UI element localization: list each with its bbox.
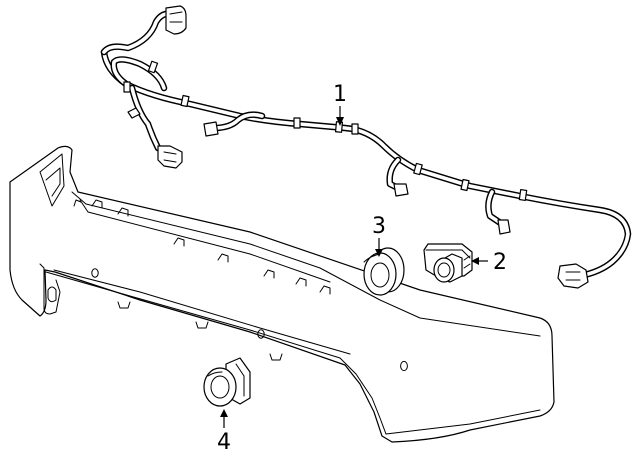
callout-4: 4 <box>217 409 231 455</box>
callout-label-4: 4 <box>217 430 231 455</box>
callout-label-2: 2 <box>493 250 507 275</box>
callout-label-1: 1 <box>333 82 347 107</box>
callout-2: 2 <box>471 250 507 275</box>
callout-3: 3 <box>372 214 386 257</box>
callout-label-3: 3 <box>372 214 386 239</box>
sensor-bracket <box>203 357 251 407</box>
bumper-cover <box>9 145 555 443</box>
wiring-harness <box>100 5 632 289</box>
callout-1: 1 <box>333 82 347 126</box>
sensor-retainer-ring <box>363 247 405 296</box>
park-assist-sensor <box>423 243 473 283</box>
